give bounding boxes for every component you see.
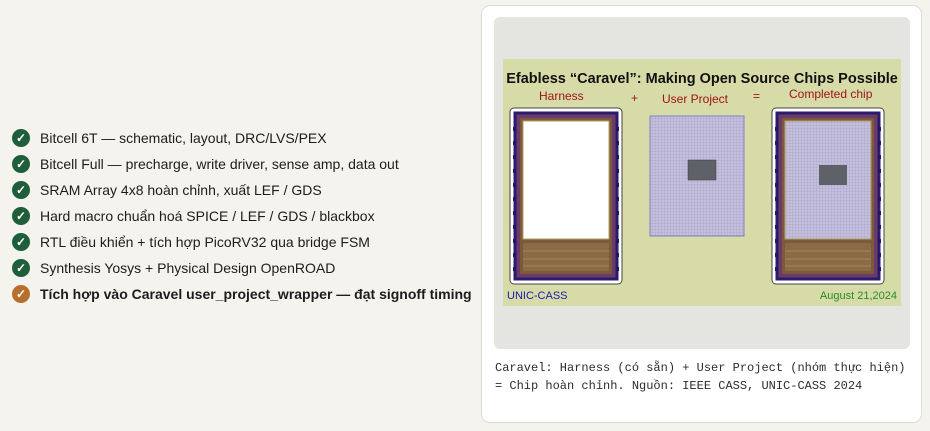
checklist-item-label: RTL điều khiển + tích hợp PicoRV32 qua b… xyxy=(40,234,370,250)
completed-chip-icon xyxy=(771,107,885,285)
caravel-slide: Efabless “Caravel”: Making Open Source C… xyxy=(503,59,901,306)
checklist-item: ✓ Bitcell Full — precharge, write driver,… xyxy=(12,151,472,177)
checklist-item: ✓ Synthesis Yosys + Physical Design OpenR… xyxy=(12,255,472,281)
equals-sign: = xyxy=(753,89,761,103)
check-circle-icon: ✓ xyxy=(12,181,30,199)
checklist-item: ✓ SRAM Array 4x8 hoàn chỉnh, xuất LEF / G… xyxy=(12,177,472,203)
check-circle-icon: ✓ xyxy=(12,259,30,277)
checklist-item-label: Bitcell 6T — schematic, layout, DRC/LVS/… xyxy=(40,130,327,146)
user-project-icon xyxy=(649,115,745,237)
check-circle-icon: ✓ xyxy=(12,155,30,173)
slide-title: Efabless “Caravel”: Making Open Source C… xyxy=(506,71,898,87)
check-circle-icon: ✓ xyxy=(12,233,30,251)
check-circle-icon: ✓ xyxy=(12,129,30,147)
checklist-item-label: Hard macro chuẩn hoá SPICE / LEF / GDS /… xyxy=(40,208,375,224)
pending-check-icon: ✓ xyxy=(12,285,30,303)
checklist-item-label: Bitcell Full — precharge, write driver, … xyxy=(40,156,399,172)
checklist-item: ✓ Bitcell 6T — schematic, layout, DRC/LVS… xyxy=(12,125,472,151)
plus-sign: + xyxy=(631,91,639,105)
checklist: ✓ Bitcell 6T — schematic, layout, DRC/LVS… xyxy=(12,125,472,307)
checklist-item: ✓ Hard macro chuẩn hoá SPICE / LEF / GDS … xyxy=(12,203,472,229)
checklist-item: ✓ RTL điều khiển + tích hợp PicoRV32 qua … xyxy=(12,229,472,255)
checklist-item-label: Synthesis Yosys + Physical Design OpenRO… xyxy=(40,260,336,276)
checklist-item: ✓ Tích hợp vào Caravel user_project_wrapp… xyxy=(12,281,472,307)
slide-footer-left: UNIC-CASS xyxy=(507,290,568,302)
checklist-item-label: Tích hợp vào Caravel user_project_wrappe… xyxy=(40,286,472,302)
figure-card: Efabless “Caravel”: Making Open Source C… xyxy=(481,5,922,423)
checklist-item-label: SRAM Array 4x8 hoàn chỉnh, xuất LEF / GD… xyxy=(40,182,322,198)
slide-footer-right: August 21,2024 xyxy=(819,290,897,302)
user-project-label: User Project xyxy=(662,92,729,106)
figure-image: Efabless “Caravel”: Making Open Source C… xyxy=(494,17,910,349)
harness-chip-icon xyxy=(509,107,623,285)
completed-chip-label: Completed chip xyxy=(789,87,873,101)
figure-caption: Caravel: Harness (có sẵn) + User Project… xyxy=(495,361,906,393)
harness-label: Harness xyxy=(539,89,584,103)
check-circle-icon: ✓ xyxy=(12,207,30,225)
